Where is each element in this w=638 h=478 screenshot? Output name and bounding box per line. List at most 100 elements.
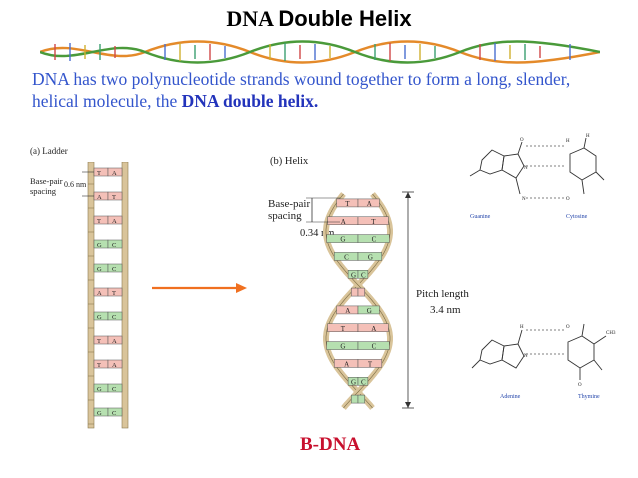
ladder-base-left: G xyxy=(97,314,102,321)
pitch-length-arrow xyxy=(402,191,414,409)
helix-base-left: A xyxy=(344,360,349,368)
helix-spacing-value: 0.34 nm xyxy=(300,228,335,239)
helix-base-right: C xyxy=(372,343,377,351)
helix-caption: (b) Helix xyxy=(270,156,309,167)
ladder-base-right: C xyxy=(112,266,116,273)
helix-base-right: T xyxy=(368,360,373,368)
ladder-base-right: C xyxy=(112,386,116,393)
ladder-base-left: G xyxy=(97,266,102,273)
ladder-base-left: T xyxy=(97,170,101,177)
ladder-spacing-label: Base-pair spacing xyxy=(30,176,63,196)
page-title: DNA Double Helix xyxy=(0,6,638,32)
ladder-base-left: G xyxy=(97,410,102,417)
guanine-label: Guanine xyxy=(470,214,491,220)
ladder-backbone-left xyxy=(87,162,95,429)
helix-backbone-1 xyxy=(323,192,393,410)
ladder-base-left: G xyxy=(97,386,102,393)
b-dna-label: B-DNA xyxy=(300,434,361,455)
ladder-base-left: T xyxy=(97,338,101,345)
helix-base-right: G xyxy=(368,253,373,261)
svg-text:H: H xyxy=(520,325,524,330)
helix-base-left: G xyxy=(351,271,356,279)
helix-base-left: G xyxy=(351,378,356,386)
adenine-label: Adenine xyxy=(500,394,521,400)
ladder-caption: (a) Ladder xyxy=(30,146,68,156)
ladder-base-right: C xyxy=(112,410,116,417)
helix-spacing-label-2: spacing xyxy=(268,210,302,222)
title-dna: DNA xyxy=(226,6,273,31)
ladder-base-right: A xyxy=(112,338,117,345)
helix-pitch-value: 3.4 nm xyxy=(430,304,461,316)
helix-base-pair xyxy=(351,394,365,404)
helix-base-left: A xyxy=(345,307,350,315)
ladder-base-right: A xyxy=(112,170,117,177)
ladder-base-left: A xyxy=(97,290,102,297)
helix-base-right: G xyxy=(367,307,372,315)
helix-base-left: C xyxy=(344,253,349,261)
ladder-spacing-value: 0.6 nm xyxy=(64,180,87,189)
ladder-spacing-bracket xyxy=(82,171,94,197)
svg-text:O: O xyxy=(520,138,524,143)
helix-base-right: C xyxy=(361,271,366,279)
svg-text:O: O xyxy=(566,197,570,202)
ladder-base-left: T xyxy=(97,362,101,369)
svg-text:N: N xyxy=(524,354,528,359)
ladder-base-right: C xyxy=(112,242,116,249)
helix-base-right: T xyxy=(371,218,376,226)
ladder-base-right: A xyxy=(112,218,117,225)
helix-pitch-label: Pitch length xyxy=(416,288,469,300)
helix-spacing-label-1: Base-pair xyxy=(268,198,311,210)
helix-base-left: G xyxy=(340,343,345,351)
ladder-base-right: A xyxy=(112,362,117,369)
helix-base-left: A xyxy=(341,218,346,226)
svg-text:H: H xyxy=(566,139,570,144)
ladder-base-left: A xyxy=(97,194,102,201)
intro-paragraph: DNA has two polynucleotide strands wound… xyxy=(32,68,612,112)
thymine-label: Thymine xyxy=(578,394,600,400)
ladder-base-right: C xyxy=(112,314,116,321)
intro-text: DNA has two polynucleotide strands wound… xyxy=(32,69,571,111)
svg-text:H: H xyxy=(586,134,590,139)
svg-text:N: N xyxy=(522,197,526,202)
helix-base-right: A xyxy=(371,325,376,333)
svg-text:O: O xyxy=(566,325,570,330)
helix-base-right: C xyxy=(361,378,366,386)
helix-spacing-arrow xyxy=(306,197,340,223)
ladder-spacing-label-1: Base-pair xyxy=(30,176,63,186)
ladder-base-right: T xyxy=(112,194,116,201)
ladder-base-right: T xyxy=(112,290,116,297)
title-rest: Double Helix xyxy=(278,6,412,31)
intro-bold: DNA double helix. xyxy=(181,91,319,111)
transform-arrow xyxy=(152,283,247,293)
helix-base-left: G xyxy=(340,236,345,244)
helix-base-left: T xyxy=(341,325,346,333)
helix-backbone-2 xyxy=(323,192,393,410)
svg-text:N: N xyxy=(524,166,528,171)
helix-base-pair xyxy=(351,287,365,297)
ladder-base-left: G xyxy=(97,242,102,249)
svg-text:O: O xyxy=(578,383,582,388)
helix-spacing-label: Base-pair spacing xyxy=(268,198,310,222)
dna-banner-decoration xyxy=(40,40,600,64)
